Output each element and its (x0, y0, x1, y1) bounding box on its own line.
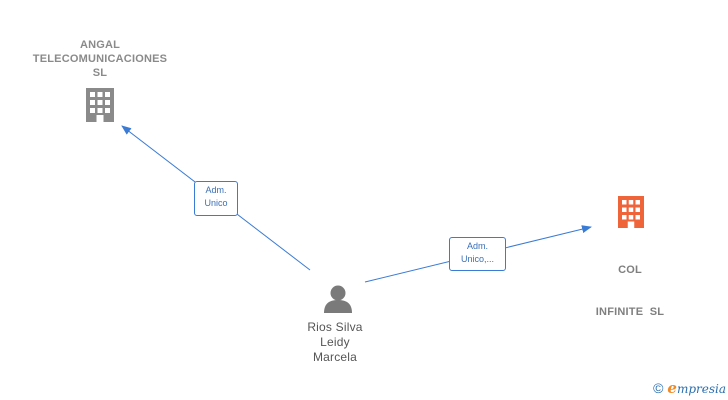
building-icon[interactable] (618, 196, 644, 228)
person-name-line: Leidy (320, 335, 350, 349)
brand-footer[interactable]: © empresia (653, 379, 726, 397)
brand-logo-text: mpresia (676, 382, 726, 396)
brand-logo-initial: e (667, 379, 677, 397)
company-name-line: SL (92, 67, 108, 79)
company-name-line: ANGAL (79, 39, 121, 51)
edge-label-line: Adm. (466, 241, 488, 251)
brand-logo: empresia (667, 379, 726, 397)
edge-label-person-angal[interactable]: Adm. Unico (194, 181, 238, 216)
building-icon[interactable] (86, 88, 114, 122)
company-name-line: INFINITE SL (595, 306, 665, 318)
edge-label-line: Unico,... (460, 254, 494, 264)
company-name-line: TELECOMUNICACIONES (32, 53, 168, 65)
person-icon[interactable] (324, 285, 352, 314)
person-name-line: Rios Silva (307, 320, 363, 334)
company-name-line: COL (618, 264, 642, 276)
person-name-line: Marcela (312, 350, 358, 364)
copyright-icon: © (653, 380, 664, 396)
edge-label-person-col[interactable]: Adm. Unico,... (449, 237, 506, 271)
company-label-col[interactable]: COL INFINITE SL (570, 235, 690, 333)
edge-label-line: Adm. (205, 185, 227, 195)
edge-label-line: Unico (204, 198, 228, 208)
company-label-angal[interactable]: ANGAL TELECOMUNICACIONES SL (20, 38, 180, 80)
person-label[interactable]: Rios Silva Leidy Marcela (285, 320, 385, 365)
